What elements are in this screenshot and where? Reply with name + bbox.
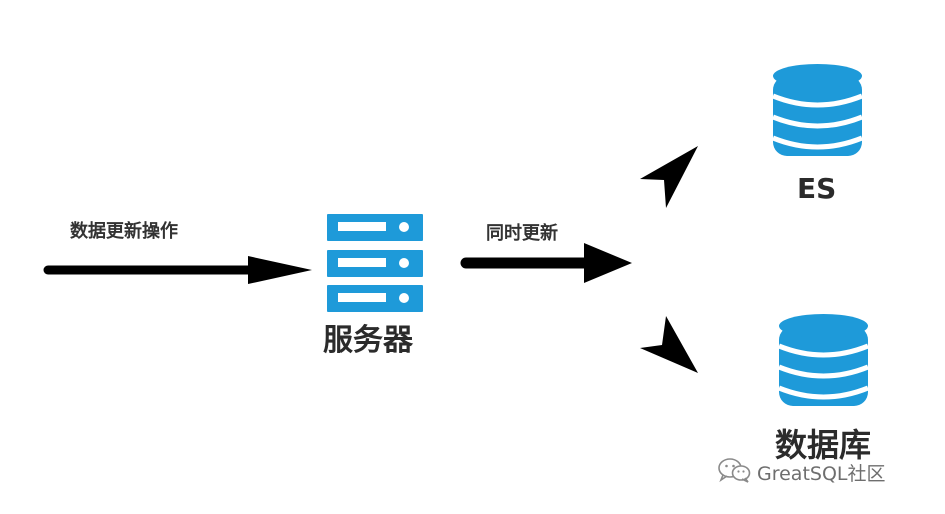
sync-update-label: 同时更新 bbox=[486, 223, 558, 244]
database-icon bbox=[778, 314, 869, 406]
wechat-icon bbox=[717, 457, 751, 487]
watermark-text: GreatSQL社区 bbox=[757, 462, 886, 485]
server-label: 服务器 bbox=[323, 323, 413, 358]
server-icon bbox=[327, 214, 423, 312]
input-arrow bbox=[43, 256, 312, 284]
input-operation-label: 数据更新操作 bbox=[70, 221, 178, 242]
arrowhead-to-es bbox=[640, 146, 698, 208]
watermark: GreatSQL社区 bbox=[717, 457, 886, 487]
es-label: ES bbox=[797, 172, 837, 205]
sync-arrow bbox=[460, 243, 632, 283]
es-database-icon bbox=[772, 64, 863, 156]
arrowhead-to-database bbox=[640, 316, 698, 373]
database-label: 数据库 bbox=[775, 426, 872, 464]
